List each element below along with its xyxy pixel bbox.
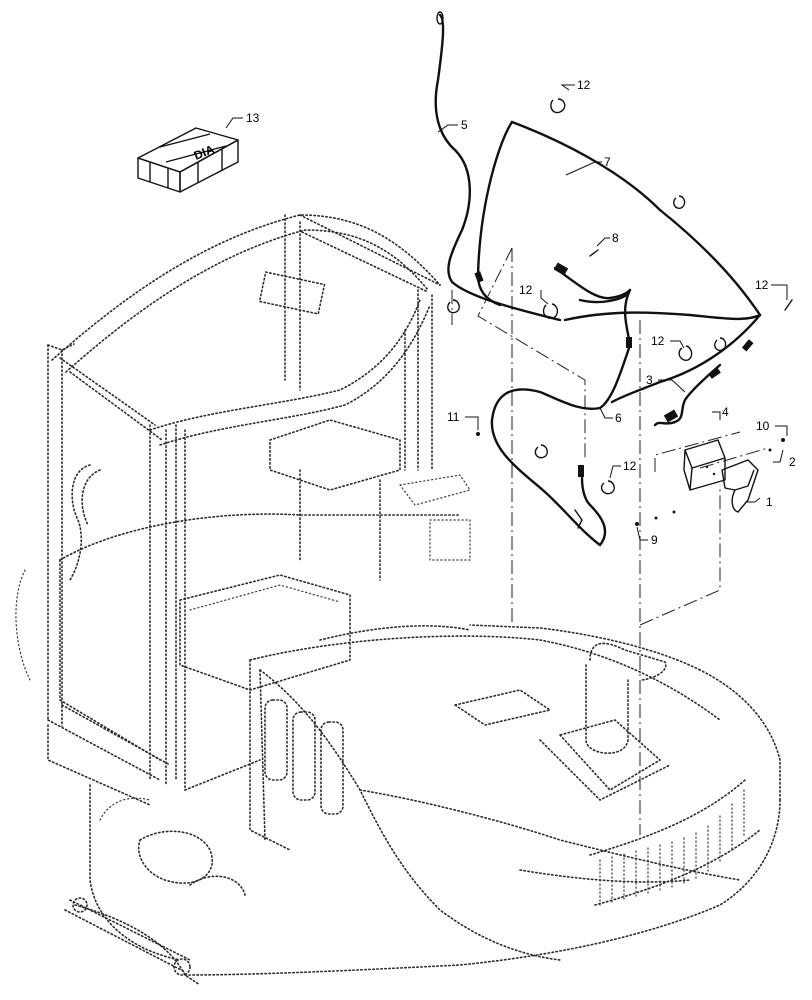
callout-12-mid: 12 xyxy=(651,334,665,348)
callout-4: 4 xyxy=(722,405,729,419)
callout-12-top: 12 xyxy=(577,78,591,92)
callout-10: 10 xyxy=(756,419,770,433)
cover-item-1 xyxy=(721,459,759,513)
bracket-item-4 xyxy=(683,439,726,491)
callout-2: 2 xyxy=(789,455,796,469)
kit-box-item-13: DIA xyxy=(137,127,239,193)
sensor-lead-item-3 xyxy=(653,363,722,427)
leader-lines xyxy=(225,84,788,541)
callout-11: 11 xyxy=(447,410,460,424)
wire-harness-7 xyxy=(476,120,762,404)
cable-tie-parts xyxy=(447,98,793,495)
callout-12-right: 12 xyxy=(755,278,769,292)
callout-7: 7 xyxy=(604,155,611,169)
callout-6: 6 xyxy=(615,411,622,425)
callout-9: 9 xyxy=(651,533,658,547)
callout-12-low: 12 xyxy=(623,459,637,473)
callout-numbers: 13 12 5 7 8 12 12 12 3 4 10 11 6 2 12 1 … xyxy=(246,78,796,547)
wire-harness-5 xyxy=(434,11,562,322)
callout-1: 1 xyxy=(766,495,773,509)
callout-8: 8 xyxy=(612,231,619,245)
wire-harness-branch xyxy=(553,262,632,304)
callout-13: 13 xyxy=(246,111,260,125)
callout-12-left: 12 xyxy=(519,283,533,297)
machine-body xyxy=(64,624,781,986)
cab-frame xyxy=(15,214,471,806)
callout-3: 3 xyxy=(646,373,653,387)
kit-box-label: DIA xyxy=(192,142,217,163)
assembly-lines xyxy=(451,247,769,835)
callout-5: 5 xyxy=(461,118,468,132)
hardware-parts xyxy=(476,432,785,526)
